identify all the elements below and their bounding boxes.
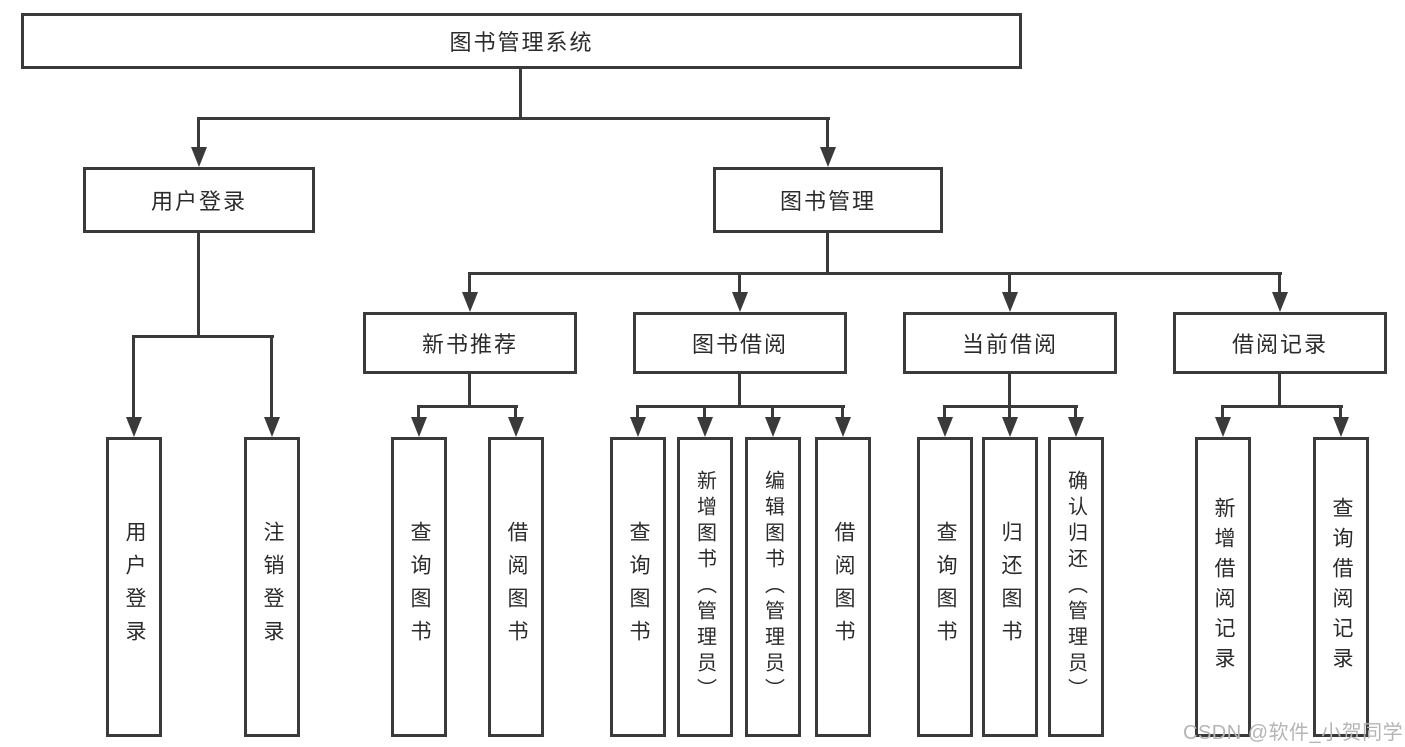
arrow-down-icon — [468, 272, 471, 292]
arrow-down-icon — [826, 117, 829, 147]
connector-book-mgmt-stem — [826, 233, 829, 272]
arrow-down-icon — [1339, 405, 1342, 417]
arrow-down-icon — [943, 405, 946, 417]
connector-records-rail — [1221, 405, 1343, 408]
arrow-down-icon — [636, 405, 639, 417]
arrow-down-icon — [197, 117, 200, 147]
leaf-query-books-recommend: 查询图书 — [391, 437, 447, 737]
connector-borrowing-rail — [636, 405, 845, 408]
leaf-query-books-current: 查询图书 — [917, 437, 973, 737]
leaf-return-book: 归还图书 — [982, 437, 1038, 737]
arrow-down-icon — [514, 405, 517, 417]
leaf-borrow-books-borrowing: 借阅图书 — [815, 437, 871, 737]
leaf-add-book-admin: 新增图书（管理员） — [677, 437, 733, 737]
arrow-down-icon — [738, 272, 741, 292]
leaf-borrow-books-recommend: 借阅图书 — [488, 437, 544, 737]
connector-user-login-rail — [132, 335, 274, 338]
connector-records-stem — [1278, 374, 1281, 405]
node-new-book-recommendation: 新书推荐 — [363, 312, 577, 374]
leaf-query-books-borrowing: 查询图书 — [610, 437, 666, 737]
leaf-confirm-return-admin: 确认归还（管理员） — [1048, 437, 1104, 737]
node-borrowing-records: 借阅记录 — [1173, 312, 1387, 374]
node-book-management: 图书管理 — [713, 167, 943, 233]
arrow-down-icon — [703, 405, 706, 417]
arrow-down-icon — [1221, 405, 1224, 417]
connector-root-stem — [519, 69, 522, 117]
connector-book-mgmt-rail — [468, 272, 1282, 275]
node-book-borrowing: 图书借阅 — [633, 312, 847, 374]
connector-root-rail — [197, 117, 830, 120]
arrow-down-icon — [841, 405, 844, 417]
connector-recommend-rail — [417, 405, 518, 408]
connector-current-stem — [1008, 374, 1011, 405]
node-current-borrowing: 当前借阅 — [903, 312, 1117, 374]
arrow-down-icon — [417, 405, 420, 417]
leaf-query-borrow-record: 查询借阅记录 — [1313, 437, 1369, 737]
arrow-down-icon — [1008, 405, 1011, 417]
arrow-down-icon — [132, 335, 135, 417]
leaf-add-borrow-record: 新增借阅记录 — [1195, 437, 1251, 737]
node-library-management-system: 图书管理系统 — [21, 13, 1022, 69]
arrow-down-icon — [1008, 272, 1011, 292]
connector-borrowing-stem — [738, 374, 741, 405]
leaf-edit-book-admin: 编辑图书（管理员） — [745, 437, 801, 737]
arrow-down-icon — [1074, 405, 1077, 417]
arrow-down-icon — [270, 335, 273, 417]
leaf-user-login: 用户登录 — [106, 437, 162, 737]
arrow-down-icon — [1278, 272, 1281, 292]
node-user-login: 用户登录 — [83, 167, 315, 233]
connector-user-login-stem — [197, 233, 200, 335]
leaf-logout: 注销登录 — [244, 437, 300, 737]
csdn-watermark: CSDN @软件_小贺同学 — [1183, 722, 1404, 744]
arrow-down-icon — [771, 405, 774, 417]
connector-recommend-stem — [468, 374, 471, 405]
